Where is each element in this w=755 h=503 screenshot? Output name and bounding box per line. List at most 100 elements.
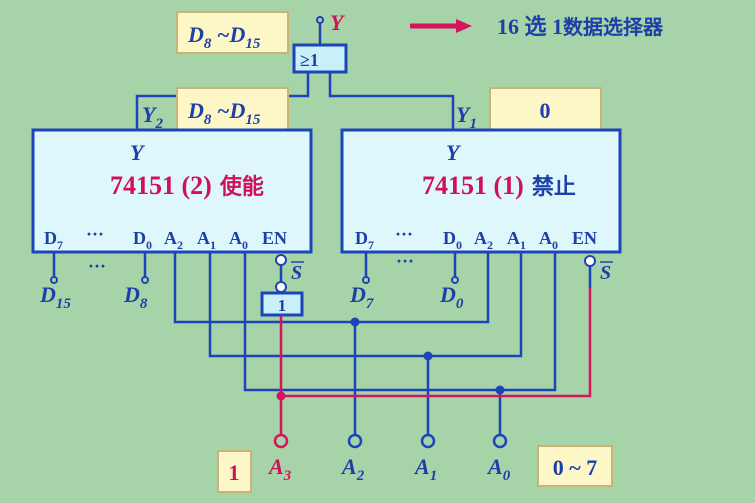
y2-sub: 2 — [154, 116, 163, 132]
svg-text:A2: A2 — [340, 454, 365, 484]
pin-label: A — [539, 228, 552, 248]
address-label: A — [340, 454, 357, 479]
arrow-icon — [410, 19, 472, 33]
input-ellipsis: ··· — [88, 256, 106, 276]
svg-text:D8 ~D15: D8 ~D15 — [187, 98, 261, 128]
pin-label: A — [474, 228, 487, 248]
svg-text:D7: D7 — [355, 228, 374, 252]
input-label: D — [349, 282, 366, 307]
pin-sub: 2 — [177, 238, 183, 252]
input-label: D — [439, 282, 456, 307]
chip-y-label: Y — [446, 140, 462, 165]
inverter: 1 — [260, 291, 304, 317]
terminal-a3 — [273, 433, 289, 449]
terminal-a2 — [347, 433, 363, 449]
output-label: Y — [330, 10, 346, 35]
svg-text:A0: A0 — [539, 228, 558, 252]
chip-title: 74151 (1) 禁止 — [422, 171, 576, 200]
input-sub: 15 — [56, 296, 72, 312]
address-sub: 3 — [283, 468, 292, 484]
note-text: D — [187, 22, 204, 47]
address-bus — [173, 252, 557, 435]
s-bar-label: S — [291, 262, 302, 284]
address-label: A — [413, 454, 430, 479]
svg-text:D7: D7 — [349, 282, 374, 312]
pin-sub: 1 — [210, 238, 216, 252]
svg-text:A2: A2 — [474, 228, 493, 252]
title: 16 选 1数据选择器 — [497, 14, 664, 39]
note-address-range: 0 ~ 7 — [537, 445, 613, 487]
pin-sub: 0 — [242, 238, 248, 252]
address-sub: 1 — [430, 468, 438, 484]
note-text: D — [228, 98, 245, 123]
chip-state: 使能 — [219, 174, 264, 200]
chip-state: 禁止 — [532, 174, 576, 200]
pin-label: D — [355, 228, 368, 248]
svg-text:D0: D0 — [443, 228, 462, 252]
note-value: 1 — [229, 460, 240, 485]
svg-text:D8: D8 — [123, 282, 148, 312]
enable-chip2: S — [275, 254, 304, 293]
input-ellipsis: ··· — [396, 251, 414, 271]
note-top-d8-d15: D8 ~D15 — [176, 11, 289, 54]
title-prefix: 16 选 1 — [497, 14, 563, 39]
note-sub: 8 — [204, 112, 212, 128]
y2-main: Y — [142, 102, 158, 127]
pin-sub: 0 — [456, 238, 462, 252]
chip-pins: D7 ··· D0 A2 A1 A0 EN — [44, 224, 287, 252]
y1-main: Y — [456, 102, 472, 127]
pin-ellipsis: ··· — [86, 224, 104, 244]
svg-text:D0: D0 — [439, 282, 464, 312]
note-tilde: ~ — [211, 98, 230, 123]
pin-label: A — [507, 228, 520, 248]
terminal-a1 — [420, 433, 436, 449]
svg-text:D7: D7 — [44, 228, 63, 252]
chip-name: 74151 (1) — [422, 171, 524, 200]
address-terminals: A3 A2 A1 A0 — [267, 433, 511, 484]
pin-label: A — [197, 228, 210, 248]
input-label: D — [39, 282, 56, 307]
pin-label: D — [443, 228, 456, 248]
svg-text:A3: A3 — [267, 454, 292, 484]
note-chip2-output: D8 ~D15 — [176, 87, 289, 131]
pin-label: D — [44, 228, 57, 248]
pin-label: A — [164, 228, 177, 248]
pin-sub: 0 — [146, 238, 152, 252]
y1-sub: 1 — [469, 116, 477, 132]
input-sub: 7 — [366, 296, 374, 312]
svg-text:A1: A1 — [413, 454, 437, 484]
enable-chip1: S — [584, 255, 613, 288]
input-sub: 8 — [140, 296, 148, 312]
chip-y-label: Y — [130, 140, 146, 165]
pin-sub: 2 — [487, 238, 493, 252]
pin-sub: 7 — [57, 238, 63, 252]
svg-text:A0: A0 — [229, 228, 248, 252]
note-text: D — [228, 22, 245, 47]
address-sub: 0 — [503, 468, 511, 484]
chip-name: 74151 (2) — [110, 171, 212, 200]
note-sub: 8 — [204, 36, 212, 52]
a3-line — [276, 288, 592, 434]
title-suffix: 数据选择器 — [563, 15, 664, 39]
note-text: D — [187, 98, 204, 123]
wire-y1 — [328, 72, 455, 130]
svg-text:A1: A1 — [507, 228, 526, 252]
svg-text:D8 ~D15: D8 ~D15 — [187, 22, 261, 52]
pin-ellipsis: ··· — [395, 224, 413, 244]
note-value: 0 ~ 7 — [553, 455, 597, 480]
data-inputs: D15 D8 D7 D0 ··· ··· — [39, 251, 464, 312]
chip-74151-1: Y 74151 (1)禁止 D7 ··· D0 A2 A1 A0 EN — [340, 128, 622, 254]
address-sub: 2 — [356, 468, 365, 484]
note-chip1-output: 0 — [489, 87, 602, 131]
chip-74151-2: Y 74151 (2) 使能 D7 ··· D0 A2 A1 A0 EN — [31, 128, 313, 254]
note-a3-value: 1 — [217, 450, 252, 493]
pin-label: D — [133, 228, 146, 248]
note-tilde: ~ — [211, 22, 230, 47]
pin-label: EN — [572, 228, 597, 248]
chip-title: 74151 (2) 使能 — [110, 171, 264, 200]
address-label: A — [267, 454, 284, 479]
s-bar-label: S — [600, 262, 611, 284]
svg-text:D0: D0 — [133, 228, 152, 252]
input-label: D — [123, 282, 140, 307]
pin-sub: 0 — [552, 238, 558, 252]
